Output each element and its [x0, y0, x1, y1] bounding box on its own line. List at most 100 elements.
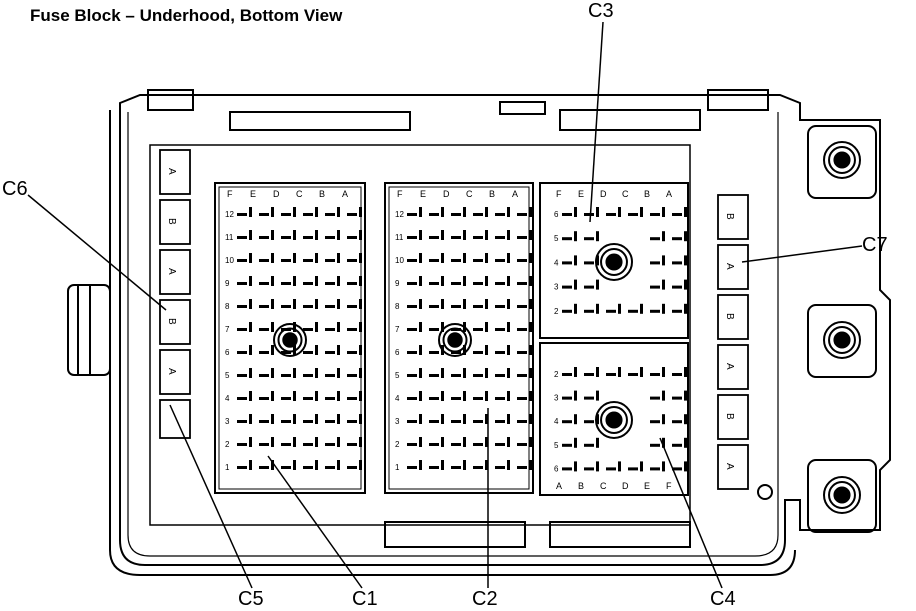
connector-c1-pin-tab — [337, 322, 340, 332]
connector-c2-pin-tab — [419, 345, 422, 355]
connector-c3-pin-tab — [662, 255, 665, 266]
connector-c2-pin — [407, 443, 417, 446]
connector-c2-pin — [407, 351, 417, 354]
connector-c4-pin — [584, 443, 594, 447]
connector-c2-pin-tab — [463, 437, 466, 447]
connector-c3-pin — [672, 237, 682, 241]
connector-c1-pin — [237, 328, 247, 331]
connector-c1-pin — [347, 328, 357, 331]
connector-c4-pin — [584, 396, 594, 400]
side-stack-left-pin-label: A — [166, 268, 177, 275]
connector-c2-pin-tab — [485, 391, 488, 401]
connector-c2-pin-tab — [419, 230, 422, 240]
connector-c4-pin-tab — [684, 367, 687, 377]
connector-c3-col-label: C — [622, 189, 629, 199]
connector-c4-col-label: B — [578, 481, 584, 491]
connector-c2-pin — [473, 397, 483, 400]
connector-c1-pin-tab — [293, 276, 296, 286]
connector-c3-pin-tab — [684, 279, 687, 290]
connector-c2-pin-tab — [507, 276, 510, 286]
connector-c1-pin-tab — [271, 207, 274, 217]
connector-c2-col-label: B — [489, 189, 495, 199]
connector-c1-pin-tab — [315, 322, 318, 332]
connector-c1-pin-tab — [359, 460, 362, 470]
connector-c1-pin — [347, 236, 357, 239]
connector-c1-pin — [281, 305, 291, 308]
connector-c1-pin — [281, 236, 291, 239]
connector-c4-pin-tab — [574, 390, 577, 401]
connector-c2-pin-tab — [485, 253, 488, 263]
side-stack-right-pin-label: A — [724, 463, 735, 470]
connector-c2-pin-tab — [463, 460, 466, 470]
connector-c1-pin — [303, 259, 313, 262]
connector-c1-pin — [325, 236, 335, 239]
connector-c4-pin — [628, 467, 638, 471]
connector-c1-pin — [259, 374, 269, 377]
connector-c1-pin-tab — [271, 322, 274, 332]
connector-c1-pin-tab — [271, 460, 274, 470]
bolt-c3-ring — [600, 248, 628, 276]
connector-c4-pin — [672, 467, 682, 471]
connector-c1-pin-tab — [249, 299, 252, 309]
connector-c2-pin — [429, 236, 439, 239]
connector-c2-pin — [517, 466, 527, 469]
connector-c3-pin-tab — [684, 231, 687, 242]
connector-c4-pin-tab — [662, 437, 665, 448]
connector-c3-row-label: 2 — [554, 307, 559, 316]
connector-c3-pin-tab — [684, 207, 687, 217]
connector-c1-pin — [281, 282, 291, 285]
connector-c4-pin — [650, 373, 660, 376]
connector-c4-row-label: 4 — [554, 417, 559, 426]
connector-c1-pin — [325, 420, 335, 423]
connector-c1-pin-tab — [271, 437, 274, 447]
connector-c4-pin-tab — [618, 461, 621, 472]
connector-c2-pin — [429, 305, 439, 308]
connector-c4-pin-tab — [596, 461, 599, 472]
connector-c1-pin-tab — [293, 345, 296, 355]
connector-c3-pin — [672, 309, 682, 313]
connector-c4-pin — [584, 373, 594, 376]
connector-c1-pin-tab — [293, 391, 296, 401]
connector-c2-pin — [451, 259, 461, 262]
bolt-right-middle-ring — [828, 326, 856, 354]
connector-c3-pin-tab — [574, 279, 577, 290]
leader-c7 — [741, 245, 863, 263]
connector-c3-pin — [584, 213, 594, 216]
connector-c3-col-label: F — [556, 189, 562, 199]
connector-c2-pin-tab — [507, 322, 510, 332]
connector-c2-pin-tab — [507, 414, 510, 424]
connector-c2-pin — [451, 282, 461, 285]
connector-c2-pin-tab — [485, 322, 488, 332]
connector-c1-pin — [347, 259, 357, 262]
connector-c3-pin-tab — [574, 303, 577, 314]
connector-c2-row-label: 11 — [395, 233, 404, 242]
connector-c1-row-label: 9 — [225, 279, 230, 288]
connector-c3-col-label: E — [578, 189, 584, 199]
connector-c2-pin — [473, 259, 483, 262]
connector-c2-pin — [429, 351, 439, 354]
connector-c2-pin — [495, 466, 505, 469]
connector-c2-row-label: 3 — [395, 417, 400, 426]
connector-c2-col-label: C — [466, 189, 473, 199]
connector-c3-pin — [584, 237, 594, 241]
connector-c2-pin — [517, 236, 527, 239]
connector-c1-pin — [259, 443, 269, 446]
connector-c2-pin-tab — [463, 391, 466, 401]
connector-c1-pin-tab — [359, 276, 362, 286]
connector-c4-pin-tab — [684, 437, 687, 448]
connector-c2-pin — [517, 259, 527, 262]
connector-c2-pin — [473, 466, 483, 469]
connector-c2-pin-tab — [419, 276, 422, 286]
connector-c4-pin — [672, 373, 682, 376]
connector-c4-pin — [562, 443, 572, 447]
connector-c2-pin-tab — [441, 460, 444, 470]
connector-c2-pin-tab — [441, 230, 444, 240]
connector-c2-pin-tab — [529, 414, 532, 424]
connector-c1-pin — [237, 420, 247, 423]
connector-c3-pin-tab — [574, 255, 577, 266]
connector-c1-pin-tab — [271, 276, 274, 286]
connector-c1-pin-tab — [293, 322, 296, 332]
connector-c2-pin — [495, 397, 505, 400]
side-stack-left-cell — [159, 249, 191, 295]
connector-c3-pin — [650, 237, 660, 241]
